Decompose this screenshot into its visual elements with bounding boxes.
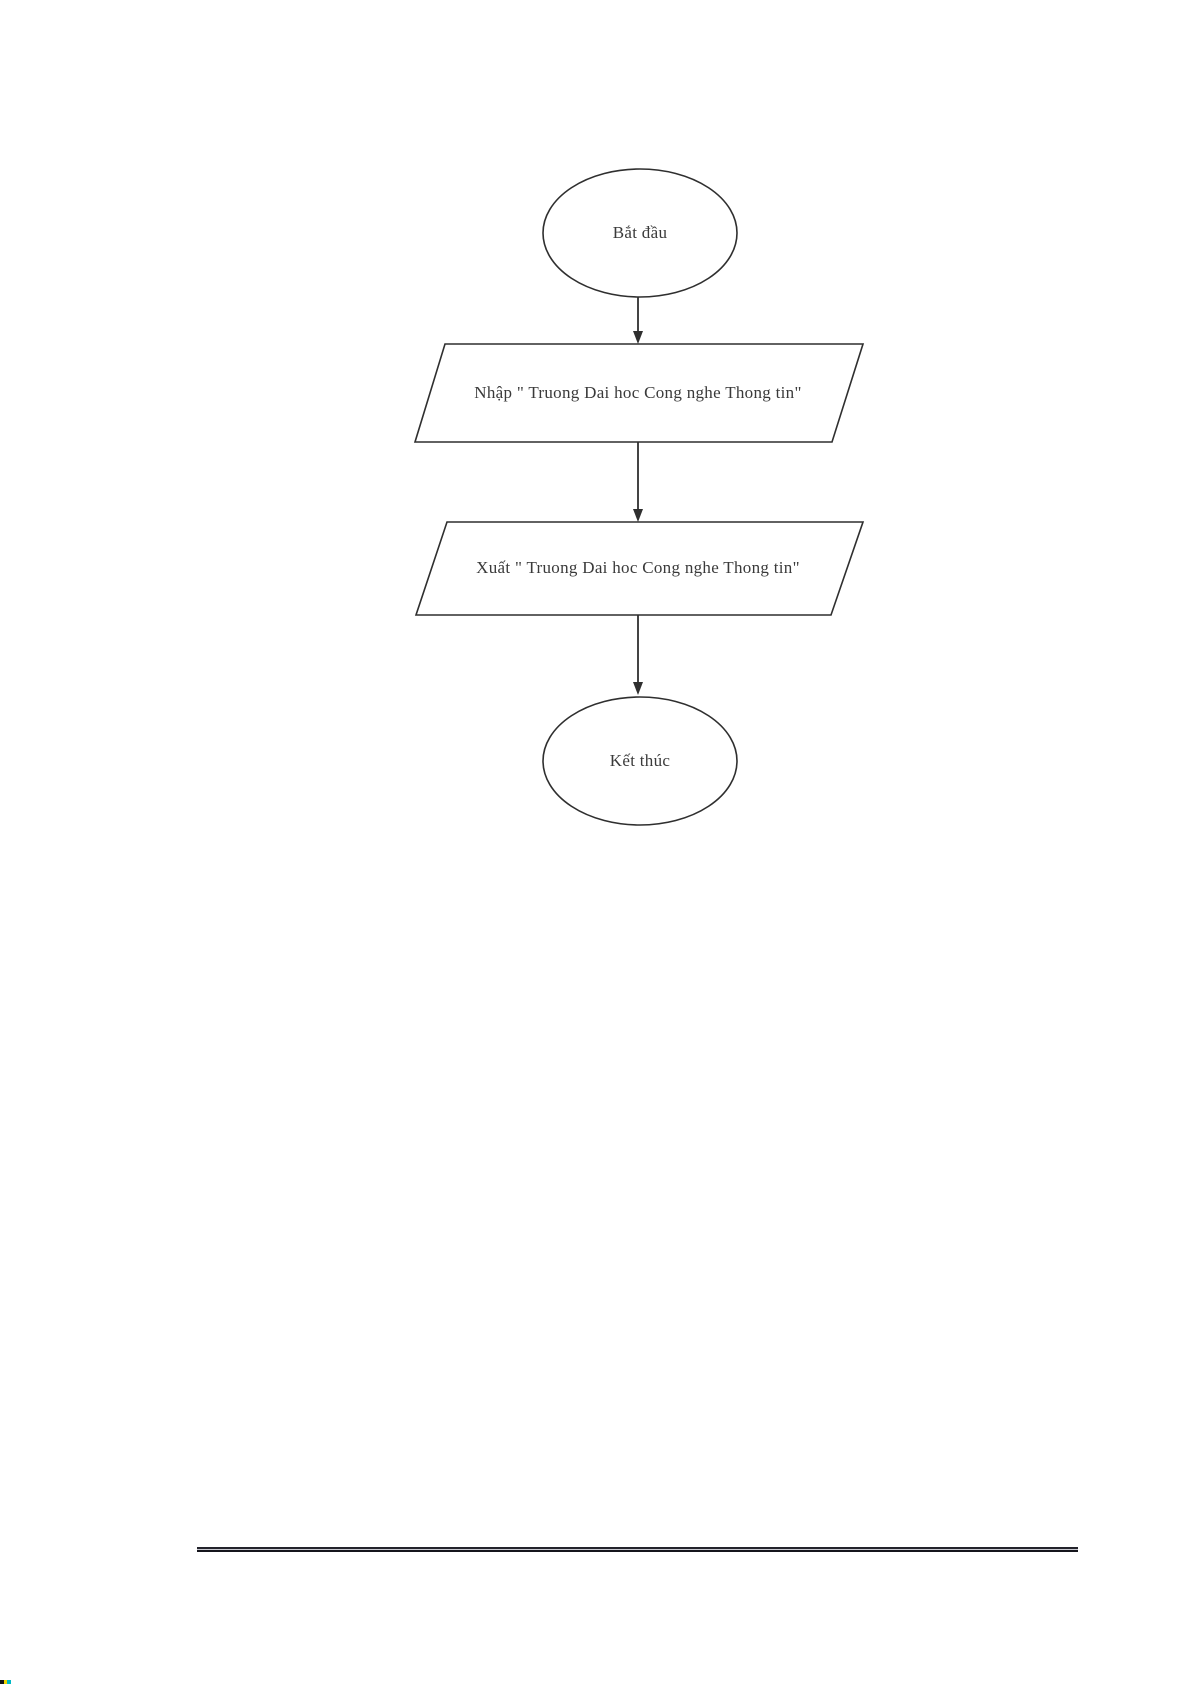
input-parallelogram-shape <box>413 343 865 443</box>
output-node-label: Xuất " Truong Dai hoc Cong nghe Thong ti… <box>476 558 800 577</box>
output-parallelogram-shape <box>414 521 865 616</box>
start-ellipse-shape <box>542 168 738 298</box>
corner-scan-artifact <box>0 1680 11 1684</box>
footer-divider <box>197 1547 1078 1552</box>
arrow-output-to-end-head-icon <box>633 682 643 695</box>
end-ellipse-shape <box>542 696 738 826</box>
input-node-label: Nhập " Truong Dai hoc Cong nghe Thong ti… <box>474 383 802 402</box>
artifact-dark-speck <box>0 1680 4 1684</box>
arrow-start-to-input-head-icon <box>633 331 643 344</box>
artifact-cyan-speck <box>7 1680 11 1684</box>
start-node-label: Bắt đầu <box>612 223 668 242</box>
end-node-label: Kết thúc <box>609 751 671 770</box>
artifact-yellow-speck <box>4 1680 7 1684</box>
arrow-input-to-output-head-icon <box>633 509 643 522</box>
